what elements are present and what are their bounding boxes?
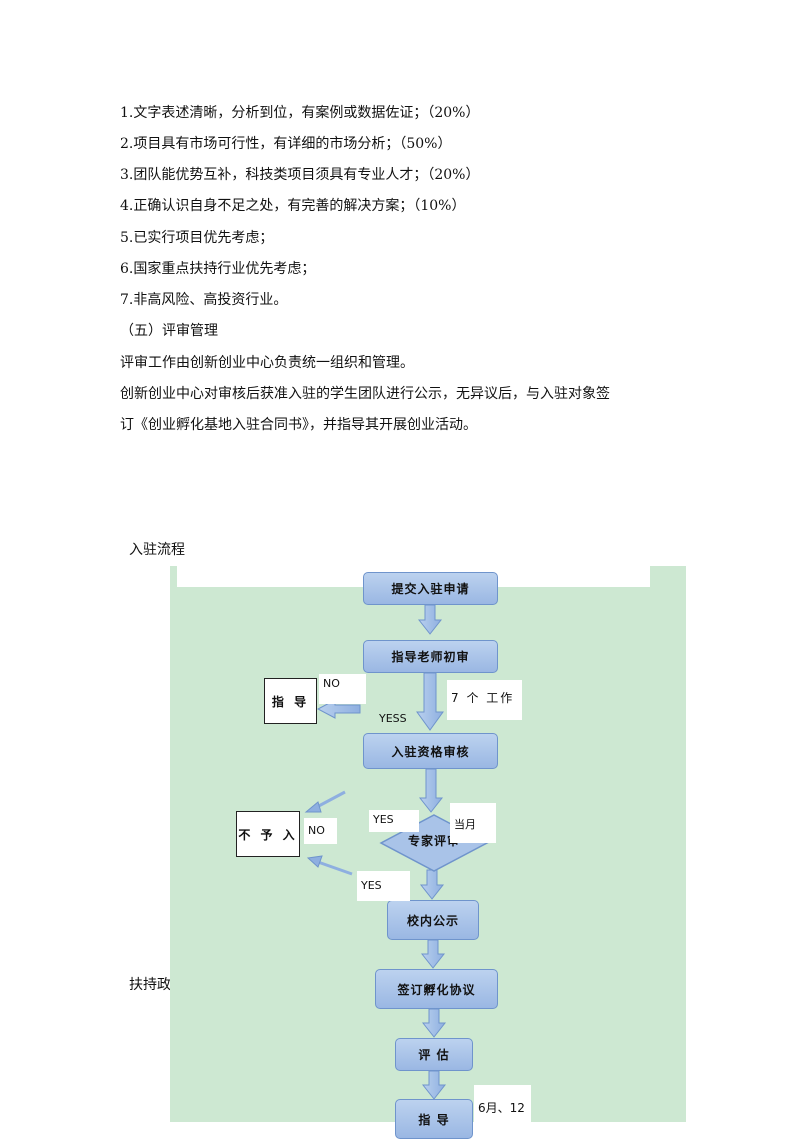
- label-yes-2: YES: [357, 871, 410, 901]
- arrow-diag-up: [314, 790, 346, 810]
- criteria-item-7: 7.非高风险、高投资行业。: [120, 292, 288, 308]
- section-heading: （五）评审管理: [120, 323, 218, 339]
- arrow-down-5: [420, 939, 446, 969]
- arrow-down-2: [416, 672, 444, 731]
- criteria-item-5: 5.已实行项目优先考虑；: [120, 230, 274, 246]
- arrow-down-6: [421, 1008, 447, 1038]
- arrow-down-7: [421, 1070, 447, 1100]
- label-yess: YESS: [379, 712, 407, 725]
- criteria-item-4: 4.正确认识自身不足之处，有完善的解决方案；（10%）: [120, 198, 466, 214]
- arrow-diag-down: [317, 860, 353, 876]
- label-same-month: 当月: [450, 803, 496, 843]
- step-campus-publicity: 校内公示: [387, 900, 479, 940]
- step-advisor-review: 指导老师初审: [363, 640, 498, 673]
- paragraph-2: 创新创业中心对审核后获准入驻的学生团队进行公示，无异议后，与入驻对象签: [120, 386, 610, 402]
- partial-heading: 扶持政: [129, 977, 171, 993]
- criteria-item-1: 1.文字表述清晰，分析到位，有案例或数据佐证；（20%）: [120, 105, 480, 121]
- label-no-2: NO: [304, 818, 337, 844]
- decision-label: 专家评审: [407, 834, 460, 848]
- step-guidance: 指 导: [395, 1099, 473, 1139]
- criteria-item-6: 6.国家重点扶持行业优先考虑；: [120, 261, 316, 277]
- arrow-down-1: [417, 604, 443, 635]
- arrow-left-no: [316, 699, 361, 719]
- label-june-december: 6月、12: [474, 1085, 531, 1122]
- outcome-rejected-box: 不 予 入: [236, 811, 300, 857]
- criteria-item-2: 2.项目具有市场可行性，有详细的市场分析；（50%）: [120, 136, 452, 152]
- criteria-item-3: 3.团队能优势互补，科技类项目须具有专业人才；（20%）: [120, 167, 480, 183]
- step-evaluation: 评 估: [395, 1038, 473, 1071]
- label-yes-1: YES: [369, 810, 419, 832]
- label-seven-workdays: 7 个 工作: [447, 680, 522, 720]
- arrow-down-3: [418, 768, 444, 813]
- paragraph-1: 评审工作由创新创业中心负责统一组织和管理。: [120, 355, 414, 371]
- flow-title: 入驻流程: [129, 542, 185, 558]
- step-sign-agreement: 签订孵化协议: [375, 969, 498, 1009]
- step-submit-application: 提交入驻申请: [363, 572, 498, 605]
- arrow-down-4: [419, 869, 445, 900]
- paragraph-3: 订《创业孵化基地入驻合同书》，并指导其开展创业活动。: [120, 417, 477, 433]
- label-no-1: NO: [319, 674, 366, 704]
- outcome-guidance-box: 指 导: [264, 678, 317, 724]
- step-qualification-review: 入驻资格审核: [363, 733, 498, 769]
